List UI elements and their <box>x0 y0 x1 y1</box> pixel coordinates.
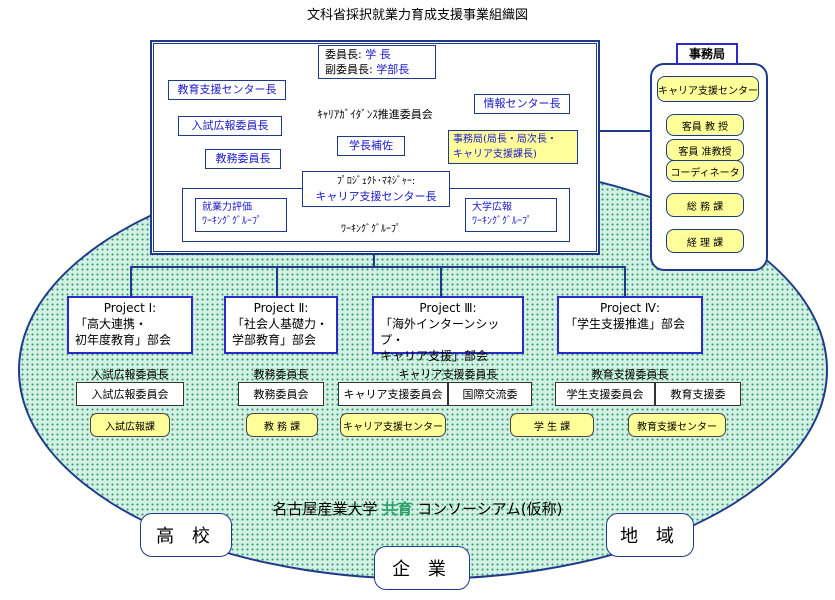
project-4-line1: 「学生支援推進」部会 <box>565 317 686 331</box>
connector-p4 <box>624 266 626 296</box>
wg-pr-line1: 大学広報 <box>472 202 512 213</box>
project-4-label: Project Ⅳ: <box>600 301 660 315</box>
connector-secretariat <box>600 130 652 132</box>
partner-industry: 企 業 <box>374 546 470 590</box>
project-3-committee-1: キャリア支援委員会 <box>338 382 448 406</box>
secretariat-item-career-center: キャリア支援センター <box>657 76 759 102</box>
admissions-head-box: 入試広報委員長 <box>178 116 282 136</box>
assistant-box: 学長補佐 <box>337 136 405 156</box>
partner-region: 地 域 <box>606 513 694 557</box>
partner-high-school: 高 校 <box>140 513 232 557</box>
consortium-prefix: 名古屋産業大学 <box>272 500 383 518</box>
project-4-committee-2: 教育支援委 <box>655 382 741 406</box>
project-2-box: Project Ⅱ: 「社会人基礎力・ 学部教育」部会 <box>224 296 338 354</box>
pm-name: キャリア支援センター長 <box>315 190 437 203</box>
secretariat-item-coordinator: コーディネータ <box>666 160 744 182</box>
project-3-head: キャリア支援委員長 <box>398 368 498 381</box>
career-center-head-box: 教育支援センター長 <box>168 80 286 100</box>
connector-p2 <box>276 266 278 296</box>
connector-p3 <box>440 266 442 296</box>
project-3-label: Project Ⅲ: <box>419 301 477 315</box>
secretariat-title: 事務局 <box>676 43 738 65</box>
project-2-head: 教務委員長 <box>253 368 309 381</box>
project-2-line2: 学部教育」部会 <box>232 333 317 347</box>
project-3-line1: 「海外インターンシップ・ <box>380 317 500 347</box>
project-1-box: Project Ⅰ: 「高大連携・ 初年度教育」部会 <box>67 296 193 354</box>
office-box: 事務局(局長・局次長・ キャリア支援課長) <box>448 130 578 164</box>
wg-eval-line1: 就業力評価 <box>202 202 252 213</box>
office-line1: 事務局(局長・局次長・ <box>453 134 557 145</box>
consortium-highlight: 共育 <box>382 500 413 518</box>
secretariat-item-accounting: 経 理 課 <box>666 229 744 253</box>
project-3-line2: キャリア支援」部会 <box>380 349 489 363</box>
project-3-office-2: 学 生 課 <box>510 413 594 437</box>
project-2-committee: 教務委員会 <box>238 382 324 406</box>
chair-name: 学 長 <box>365 48 391 61</box>
project-1-committee: 入試広報委員会 <box>76 382 184 406</box>
wg-center-label: ﾜｰｷﾝｸﾞｸﾞﾙｰﾌﾟ <box>341 224 401 235</box>
project-manager-box: ﾌﾟﾛｼﾞｪｸﾄ･ﾏﾈｼﾞｬｰ: キャリア支援センター長 <box>302 171 450 207</box>
consortium-suffix: コンソーシアム(仮称) <box>412 500 563 518</box>
project-1-label: Project Ⅰ: <box>103 301 157 315</box>
project-3-committee-2: 国際交流委 <box>448 382 532 406</box>
secretariat-item-visiting-prof: 客員 教 授 <box>666 114 744 136</box>
wg-eval-line2: ﾜｰｷﾝｸﾞｸﾞﾙｰﾌﾟ <box>202 216 262 227</box>
project-4-box: Project Ⅳ: 「学生支援推進」部会 <box>557 296 703 354</box>
connector-p1 <box>130 266 132 296</box>
wg-pr-line2: ﾜｰｷﾝｸﾞｸﾞﾙｰﾌﾟ <box>472 216 532 227</box>
info-center-head-box: 情報センター長 <box>474 94 570 114</box>
project-4-committee-1: 学生支援委員会 <box>555 382 655 406</box>
project-4-office: 教育支援センター <box>628 413 726 437</box>
project-4-head: 教育支援委員長 <box>591 368 669 381</box>
secretariat-item-visiting-assoc: 客員 准教授 <box>666 139 744 161</box>
pm-label: ﾌﾟﾛｼﾞｪｸﾄ･ﾏﾈｼﾞｬｰ: <box>336 176 416 187</box>
connector-horizontal <box>130 266 625 268</box>
chair-label: 委員長: <box>325 48 362 61</box>
project-1-office: 入試広報課 <box>90 413 170 437</box>
project-2-office: 教 務 課 <box>246 413 318 437</box>
project-3-box: Project Ⅲ: 「海外インターンシップ・ キャリア支援」部会 <box>372 296 524 363</box>
consortium-label: 名古屋産業大学 共育 コンソーシアム(仮称) <box>0 498 835 519</box>
project-1-line1: 「高大連携・ <box>75 317 148 331</box>
academic-head-box: 教務委員長 <box>205 149 281 169</box>
wg-pr-box: 大学広報 ﾜｰｷﾝｸﾞｸﾞﾙｰﾌﾟ <box>465 198 557 232</box>
office-line2: キャリア支援課長) <box>453 149 537 160</box>
vice-chair-name: 学部長 <box>376 63 410 76</box>
vice-chair-label: 副委員長: <box>325 63 373 76</box>
secretariat-item-general-affairs: 総 務 課 <box>666 193 744 217</box>
chair-box: 委員長: 学 長 副委員長: 学部長 <box>318 45 436 79</box>
committee-name: ｷｬﾘｱｶﾞｲﾀﾞﾝｽ推進委員会 <box>317 108 433 121</box>
project-3-office-1: キャリア支援センター <box>340 413 446 437</box>
wg-eval-box: 就業力評価 ﾜｰｷﾝｸﾞｸﾞﾙｰﾌﾟ <box>195 198 287 232</box>
project-1-line2: 初年度教育」部会 <box>75 333 172 347</box>
connector-trunk <box>373 255 375 267</box>
project-2-line1: 「社会人基礎力・ <box>232 317 329 331</box>
project-1-head: 入試広報委員長 <box>91 368 169 381</box>
project-2-label: Project Ⅱ: <box>253 301 309 315</box>
page-title: 文科省採択就業力育成支援事業組織図 <box>306 8 528 23</box>
